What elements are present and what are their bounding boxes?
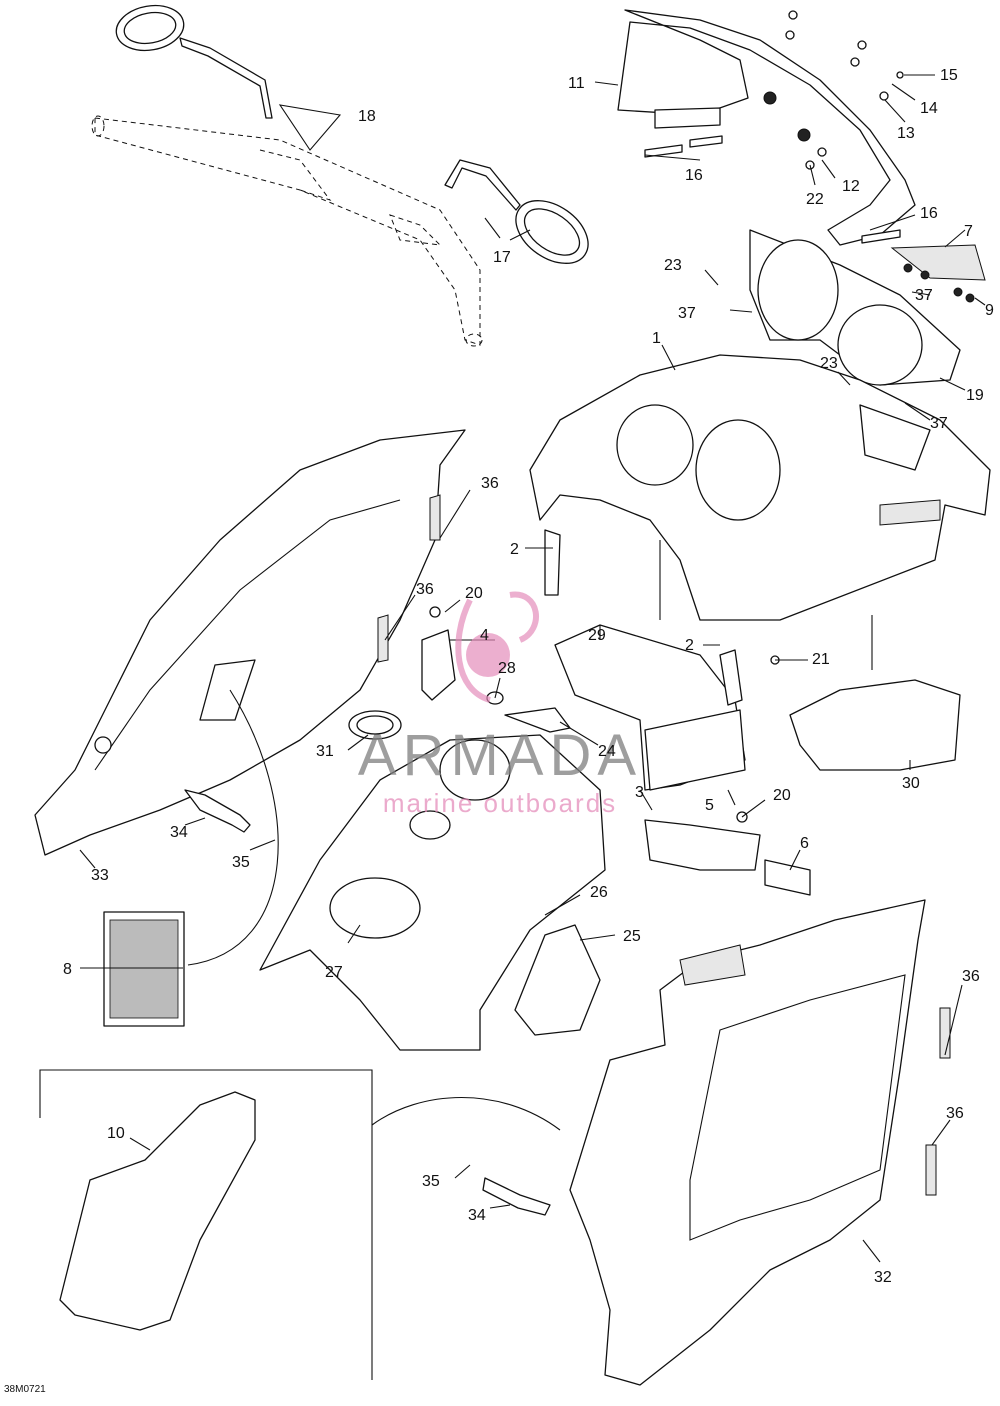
- callout-4: 4: [480, 627, 489, 644]
- watermark: ARMADA marine outboards: [358, 591, 642, 818]
- callout-9: 9: [985, 302, 994, 319]
- watermark-logo-swirl: [455, 591, 539, 703]
- callout-10: 10: [107, 1125, 125, 1142]
- callout-20: 20: [465, 585, 483, 602]
- trim-piece: [890, 244, 986, 303]
- callout-23: 23: [664, 257, 682, 274]
- gauge-bezel: [749, 229, 961, 386]
- right-side-panel: [569, 899, 926, 1386]
- callout-17: 17: [493, 249, 511, 266]
- callout-16b: 16: [920, 205, 938, 222]
- callout-36: 36: [481, 475, 499, 492]
- callout-12: 12: [842, 178, 860, 195]
- callout-26: 26: [590, 884, 608, 901]
- callout-18: 18: [358, 108, 376, 125]
- watermark-logo: [466, 633, 510, 677]
- footwell-25: [514, 924, 601, 1036]
- callout-14: 14: [920, 100, 938, 117]
- callout-29: 29: [588, 627, 606, 644]
- callout-labels: 1 2 2 3 4 5 6 7 8 9 10 11 12 13 14 15 16…: [63, 67, 994, 1286]
- right-mirror: [444, 159, 589, 264]
- handle-left: [184, 789, 251, 833]
- callout-3: 3: [635, 784, 644, 801]
- handlebar-assembly: [91, 115, 483, 347]
- safety-decal: [103, 911, 185, 1027]
- callout-34b: 34: [468, 1207, 486, 1224]
- upper-console: [529, 354, 991, 621]
- callout-11: 11: [568, 75, 585, 92]
- inset-box: [39, 1069, 373, 1380]
- callout-36d: 36: [946, 1105, 964, 1122]
- callout-37: 37: [678, 305, 696, 322]
- seat-cover-30: [789, 679, 961, 771]
- callout-33: 33: [91, 867, 109, 884]
- callout-35b: 35: [422, 1173, 440, 1190]
- callout-1: 1: [652, 330, 661, 347]
- callout-8: 8: [63, 961, 72, 978]
- diagram-code: 38M0721: [4, 1384, 46, 1395]
- callout-34: 34: [170, 824, 188, 841]
- leader-lines: [79, 74, 986, 1263]
- watermark-title: ARMADA: [358, 723, 642, 788]
- callout-36b: 36: [416, 581, 434, 598]
- callout-37c: 37: [930, 415, 948, 432]
- callout-21: 21: [812, 651, 830, 668]
- fuel-ring-31: [348, 710, 402, 740]
- windshield: [617, 9, 916, 246]
- callout-37b: 37: [915, 287, 933, 304]
- left-mirror: [115, 4, 273, 119]
- callout-35: 35: [232, 854, 250, 871]
- callout-32: 32: [874, 1269, 892, 1286]
- callout-15: 15: [940, 67, 958, 84]
- callout-36c: 36: [962, 968, 980, 985]
- left-side-panel: [34, 429, 466, 856]
- callout-30: 30: [902, 775, 920, 792]
- callout-22: 22: [806, 191, 824, 208]
- handle-right: [482, 1177, 551, 1216]
- callout-16: 16: [685, 167, 703, 184]
- callout-23b: 23: [820, 355, 838, 372]
- callout-2b: 2: [685, 637, 694, 654]
- callout-28: 28: [498, 660, 516, 677]
- callout-13: 13: [897, 125, 915, 142]
- callout-2: 2: [510, 541, 519, 558]
- bracket-3: [644, 819, 811, 896]
- callout-20b: 20: [773, 787, 791, 804]
- callout-5: 5: [705, 797, 714, 814]
- storage-tub: [259, 734, 606, 1051]
- glovebox-lid: [554, 624, 746, 791]
- callout-6: 6: [800, 835, 809, 852]
- watermark-subtitle: marine outboards: [383, 788, 617, 818]
- callout-27: 27: [325, 964, 343, 981]
- callout-25: 25: [623, 928, 641, 945]
- fastener-set-upper: [644, 10, 904, 244]
- callout-31: 31: [316, 743, 334, 760]
- callout-7: 7: [964, 223, 973, 240]
- callout-19: 19: [966, 387, 984, 404]
- callout-24: 24: [598, 743, 616, 760]
